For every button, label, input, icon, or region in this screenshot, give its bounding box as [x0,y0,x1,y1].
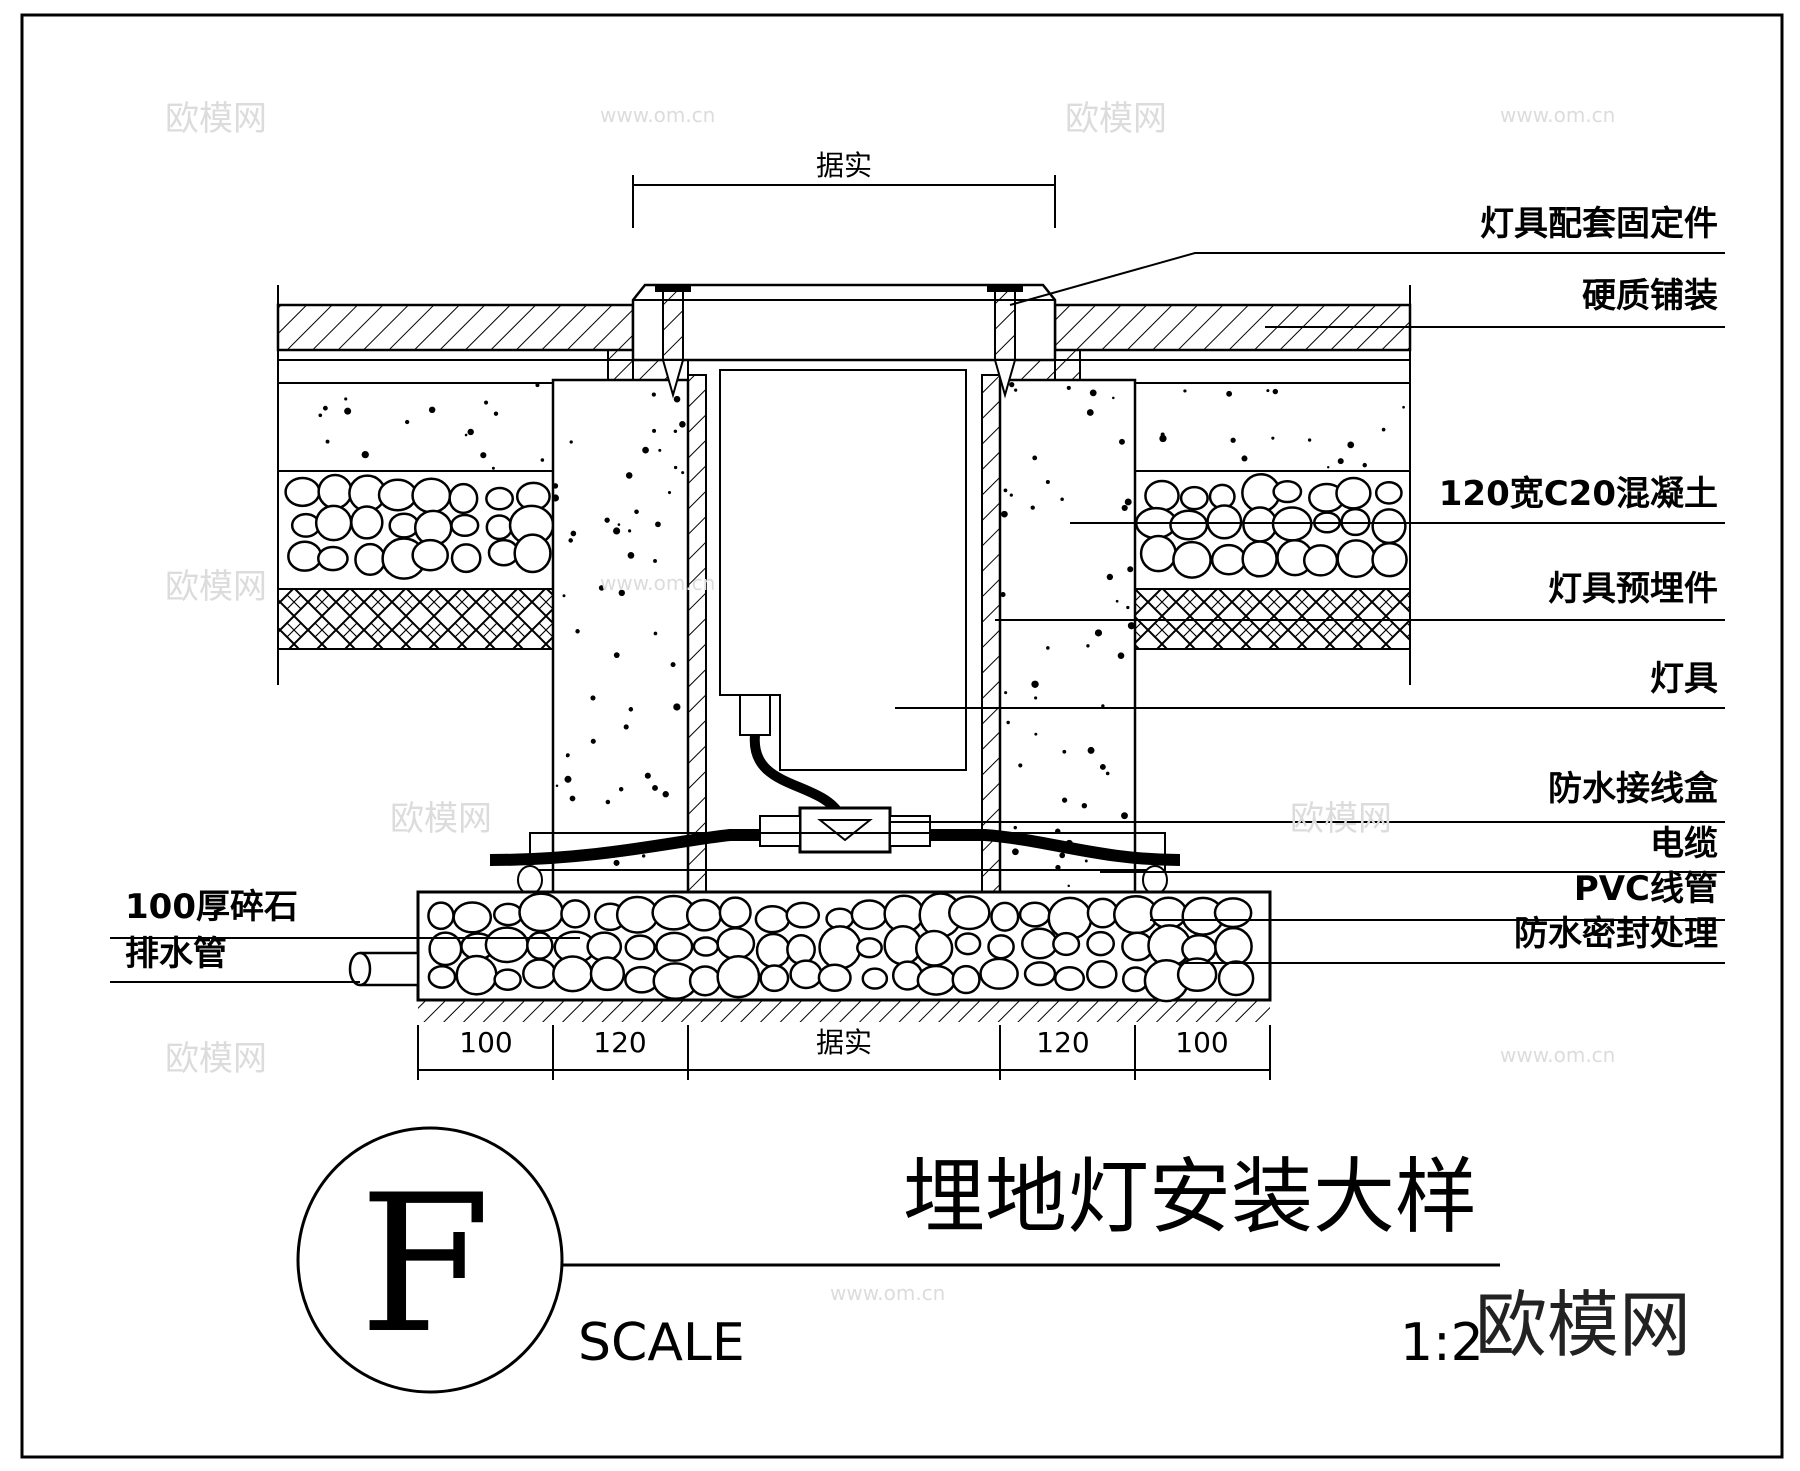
gravel-base [416,890,1272,1022]
top-dimension: 据实 [632,149,1056,228]
label-gravel: 100厚碎石 [125,887,298,927]
label-fixture: 灯具 [1650,659,1718,699]
label-concrete: 120宽C20混凝土 [1439,474,1718,514]
svg-text:www.om.cn: www.om.cn [600,571,715,595]
svg-text:欧模网: 欧模网 [1065,99,1167,139]
drain-pipe [348,951,420,987]
drawing-title: 埋地灯安装大样 [903,1150,1477,1245]
label-junction-box: 防水接线盒 [1548,769,1719,809]
svg-text:欧模网: 欧模网 [165,99,267,139]
label-paving: 硬质铺装 [1582,276,1718,316]
embedded-sleeve [687,374,1001,896]
bottom-dimension: 100 120 据实 120 100 [417,1025,1271,1080]
dim-actual: 据实 [816,1026,872,1059]
label-drain: 排水管 [125,934,227,974]
brand-watermark: 欧模网 [1475,1283,1691,1367]
top-dimension-label: 据实 [816,149,872,182]
dim-120-left: 120 [593,1026,646,1059]
label-seal: 防水密封处理 [1514,914,1718,954]
svg-text:www.om.cn: www.om.cn [1500,103,1615,127]
label-cable: 电缆 [1650,824,1718,864]
dim-100-right: 100 [1175,1026,1228,1059]
svg-text:www.om.cn: www.om.cn [1500,1043,1615,1067]
c20-concrete-collar [318,378,1405,897]
svg-text:www.om.cn: www.om.cn [830,1281,945,1305]
label-fixing: 灯具配套固定件 [1480,204,1718,244]
label-embedded: 灯具预埋件 [1548,569,1718,609]
light-fixture-body [719,369,967,771]
watermarks: 欧模网 www.om.cn 欧模网 www.om.cn 欧模网 www.om.c… [165,99,1615,1305]
svg-text:欧模网: 欧模网 [390,799,492,839]
title-block: F 埋地灯安装大样 SCALE 1:2 欧模网 [296,1126,1691,1394]
callout-leaders [110,252,1725,983]
detail-circle [296,1126,564,1394]
dim-120-right: 120 [1036,1026,1089,1059]
scale-label: SCALE [578,1313,745,1373]
drawing-frame [20,13,1784,1459]
scale-value: 1:2 [1400,1313,1484,1373]
svg-text:欧模网: 欧模网 [1290,799,1392,839]
detail-letter: F [359,1154,491,1375]
fixing-screws [655,284,1023,399]
right-ground-section [1134,285,1411,685]
svg-text:欧模网: 欧模网 [165,1039,267,1079]
dim-100-left: 100 [459,1026,512,1059]
svg-text:www.om.cn: www.om.cn [600,103,715,127]
svg-text:欧模网: 欧模网 [165,567,267,607]
label-pvc: PVC线管 [1574,869,1718,909]
